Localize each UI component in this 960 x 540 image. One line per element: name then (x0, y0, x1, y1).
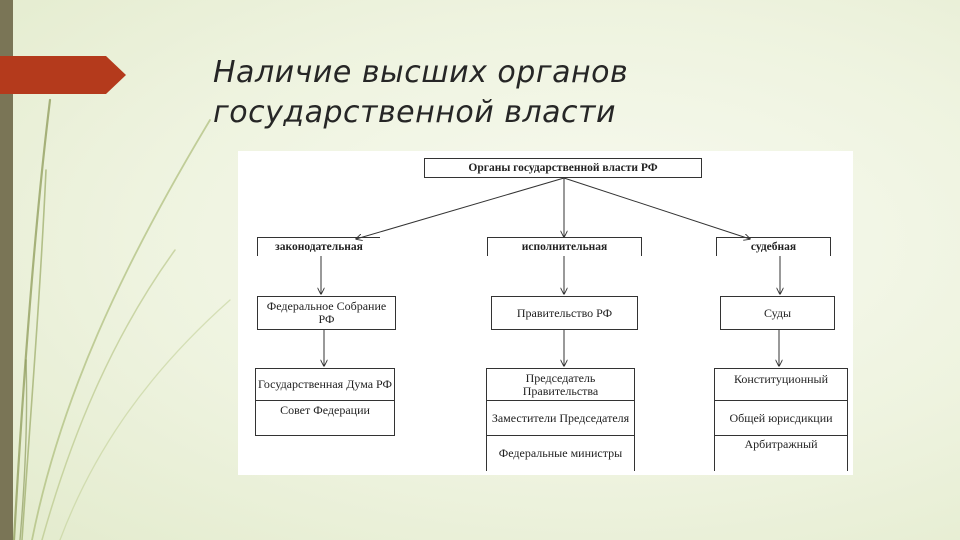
slide-title: Наличие высших органов государственной в… (213, 53, 913, 133)
arrow-root-legislative (356, 177, 565, 239)
judicial-member-1: Конституционный (714, 368, 848, 401)
judicial-member-2-label: Общей юрисдикции (729, 410, 833, 425)
legislative-member-2: Совет Федерации (255, 401, 395, 436)
sidebar-bar (0, 0, 13, 540)
accent-tab (0, 56, 126, 94)
branch-judicial-label: судебная (750, 240, 797, 253)
arrow-root-judicial (563, 177, 750, 239)
body-legislative-label: Федеральное Собрание РФ (266, 299, 387, 326)
root-node: Органы государственной власти РФ (424, 158, 702, 178)
body-executive: Правительство РФ (491, 296, 638, 330)
body-executive-label: Правительство РФ (516, 305, 613, 320)
branch-legislative: законодательная (257, 237, 380, 256)
title-line-1: Наличие высших органов (213, 55, 629, 90)
body-judicial-label: Суды (763, 305, 792, 320)
branch-executive: исполнительная (487, 237, 642, 256)
branch-legislative-label: законодательная (275, 240, 363, 253)
judicial-member-2: Общей юрисдикции (714, 401, 848, 436)
branch-judicial: судебная (716, 237, 831, 256)
executive-member-2: Заместители Председателя (486, 401, 635, 436)
executive-member-1: Председатель Правительства (486, 368, 635, 401)
executive-member-1-label: Председатель Правительства (522, 370, 599, 398)
branch-executive-label: исполнительная (521, 240, 608, 253)
judicial-member-1-label: Конституционный (733, 372, 829, 386)
executive-member-3-label: Федеральные министры (498, 446, 623, 460)
legislative-member-1: Государственная Дума РФ (255, 368, 395, 401)
judicial-member-3-label: Арбитражный (744, 437, 818, 451)
judicial-member-3: Арбитражный (714, 436, 848, 471)
body-judicial: Суды (720, 296, 835, 330)
body-legislative: Федеральное Собрание РФ (257, 296, 396, 330)
executive-member-2-label: Заместители Председателя (491, 410, 630, 425)
legislative-member-2-label: Совет Федерации (280, 403, 370, 417)
government-structure-diagram: Органы государственной власти РФ законод… (238, 151, 853, 475)
root-label: Органы государственной власти РФ (468, 161, 658, 174)
legislative-member-1-label: Государственная Дума РФ (257, 377, 393, 391)
diagram-connectors (238, 177, 853, 475)
executive-member-3: Федеральные министры (486, 436, 635, 471)
title-line-2: государственной власти (213, 95, 616, 130)
